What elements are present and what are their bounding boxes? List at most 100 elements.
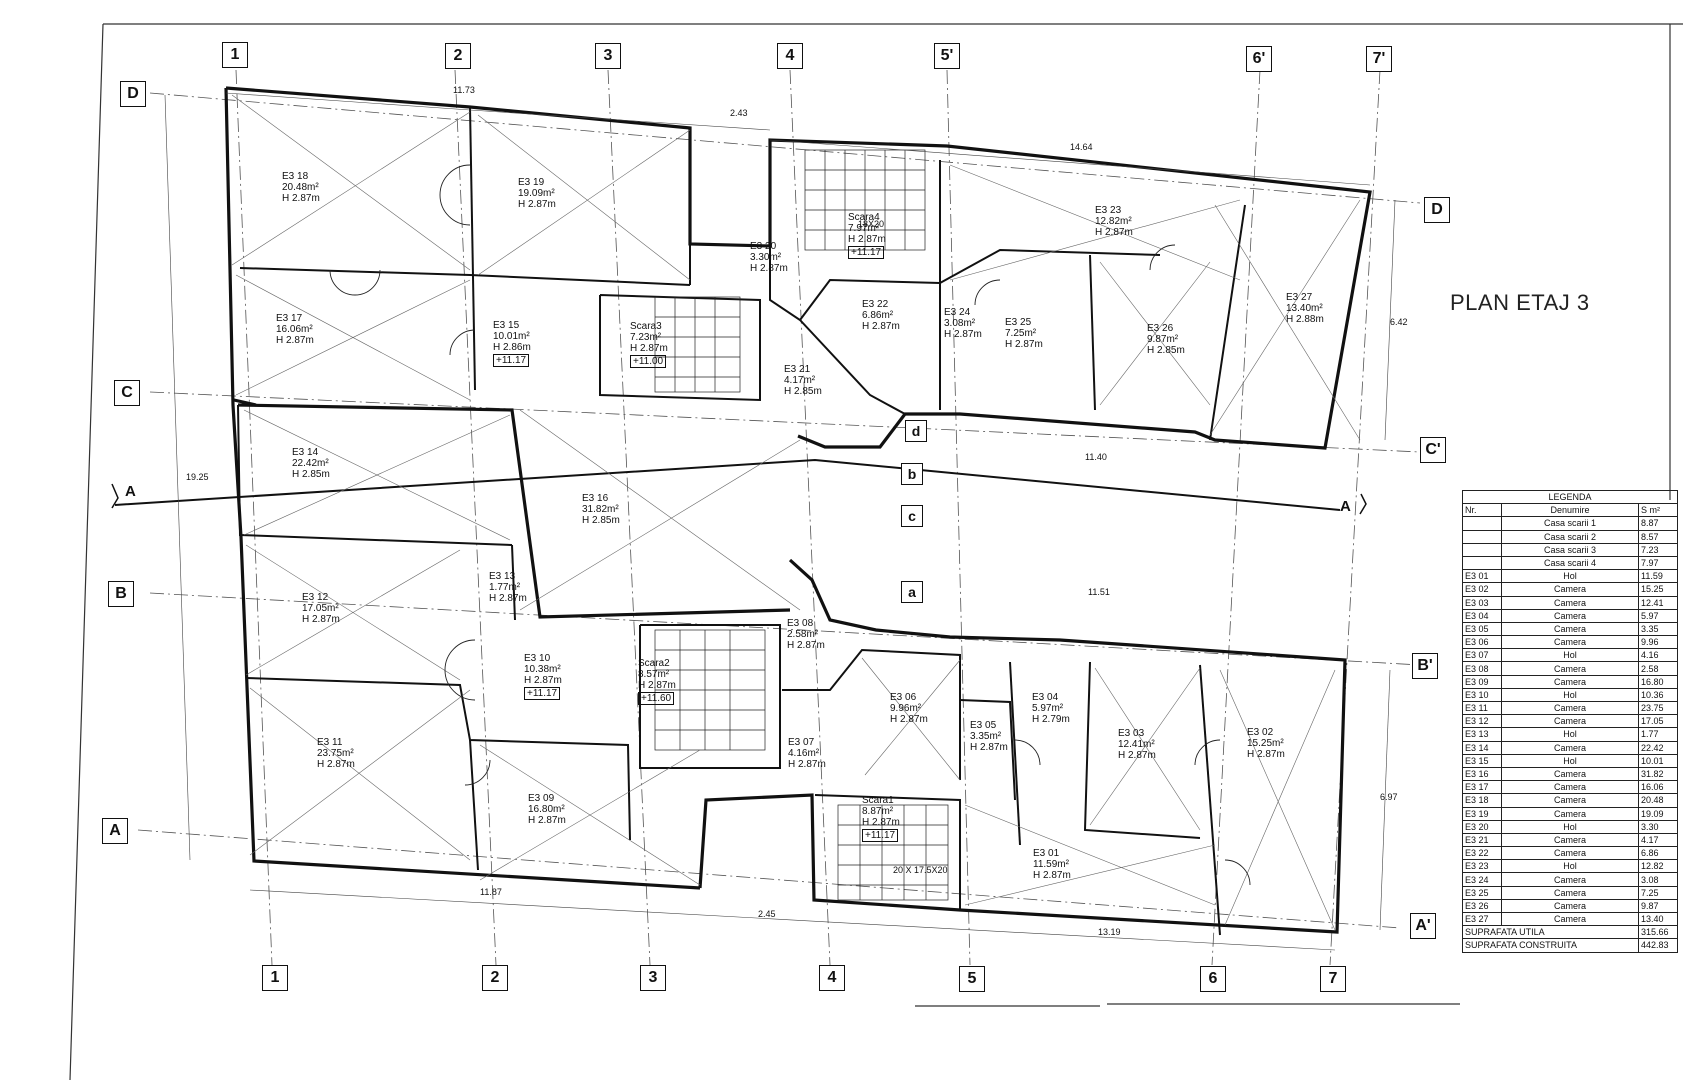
legend-cell-den: Hol <box>1501 569 1639 584</box>
legend-cell-nr: E3 13 <box>1462 727 1502 742</box>
legend-cell-nr: E3 23 <box>1462 859 1502 874</box>
section-mark-c: c <box>901 505 923 527</box>
legend-cell-s: 12.82 <box>1638 859 1678 874</box>
legend-total-constr-label: SUPRAFATA CONSTRUITA <box>1462 938 1639 953</box>
legend-cell-den: Camera <box>1501 911 1639 927</box>
grid-bottom-1: 1 <box>262 965 288 991</box>
grid-bottom-6: 6 <box>1200 966 1226 992</box>
grid-right-d: D <box>1424 197 1450 223</box>
legend-cell-s: 23.75 <box>1638 700 1678 716</box>
legend-cell-s: 3.08 <box>1638 872 1678 887</box>
legend-cell-den: Camera <box>1501 595 1639 610</box>
legend-cell-nr: E3 19 <box>1462 806 1502 821</box>
legend-cell-nr: E3 06 <box>1462 635 1502 650</box>
legend-cell-nr: E3 20 <box>1462 819 1502 834</box>
stair1-steps: 20 X 17.5X20 <box>893 865 948 875</box>
dim-bottom-left: 11.87 <box>480 887 502 897</box>
section-mark-a-right: A <box>1340 498 1351 515</box>
legend-cell-s: 10.01 <box>1638 753 1678 768</box>
legend-cell-den: Hol <box>1501 687 1639 703</box>
grid-left-d: D <box>120 81 146 107</box>
legend-cell-s: 1.77 <box>1638 727 1678 742</box>
grid-right-cp: C' <box>1420 437 1446 463</box>
legend-cell-nr <box>1462 542 1502 557</box>
section-mark-d: d <box>905 420 927 442</box>
legend-cell-nr: E3 11 <box>1462 700 1502 716</box>
legend-cell-den: Camera <box>1501 898 1639 914</box>
legend-title: LEGENDA <box>1462 489 1678 505</box>
legend-total-util-label: SUPRAFATA UTILA <box>1462 925 1639 940</box>
legend-cell-s: 20.48 <box>1638 793 1678 808</box>
grid-top-4: 4 <box>777 43 803 69</box>
legend-cell-s: 7.23 <box>1638 542 1678 557</box>
legend-cell-den: Camera <box>1501 740 1639 755</box>
legend-cell-nr: E3 21 <box>1462 832 1502 848</box>
legend-cell-s: 19.09 <box>1638 806 1678 821</box>
legend-cell-s: 7.97 <box>1638 555 1678 571</box>
legend-cell-den: Camera <box>1501 674 1639 689</box>
legend-cell-den: Casa scarii 3 <box>1501 542 1639 557</box>
legend-cell-nr: E3 09 <box>1462 674 1502 689</box>
legend-cell-s: 11.59 <box>1638 569 1678 584</box>
legend-cell-nr: E3 14 <box>1462 740 1502 755</box>
grid-top-7p: 7' <box>1366 46 1392 72</box>
legend-cell-den: Hol <box>1501 727 1639 742</box>
dim-mid-b: 11.51 <box>1088 587 1110 597</box>
sheet-title: PLAN ETAJ 3 <box>1450 290 1590 315</box>
legend-cell-den: Casa scarii 1 <box>1501 516 1639 531</box>
legend-cell-s: 4.16 <box>1638 648 1678 663</box>
legend-cell-nr: E3 24 <box>1462 872 1502 887</box>
legend-cell-s: 16.06 <box>1638 780 1678 795</box>
dim-right-c: 11.40 <box>1085 452 1107 462</box>
legend-cell-nr: E3 15 <box>1462 753 1502 768</box>
section-mark-small-a: a <box>901 581 923 603</box>
dimension-lines <box>164 92 1396 951</box>
dim-right-lower: 6.97 <box>1380 792 1398 802</box>
dim-top-total: 11.73 <box>453 85 475 95</box>
legend-cell-den: Camera <box>1501 780 1639 795</box>
legend-cell-den: Hol <box>1501 819 1639 834</box>
legend-cell-nr: E3 18 <box>1462 793 1502 808</box>
legend-cell-nr <box>1462 529 1502 544</box>
legend-cell-nr: E3 10 <box>1462 687 1502 703</box>
legend-cell-s: 17.05 <box>1638 714 1678 729</box>
grid-right-ap: A' <box>1410 913 1436 939</box>
legend-total-util: 315.66 <box>1638 925 1678 940</box>
legend-cell-s: 12.41 <box>1638 595 1678 610</box>
legend-cell-den: Camera <box>1501 700 1639 716</box>
grid-right-bp: B' <box>1412 653 1438 679</box>
